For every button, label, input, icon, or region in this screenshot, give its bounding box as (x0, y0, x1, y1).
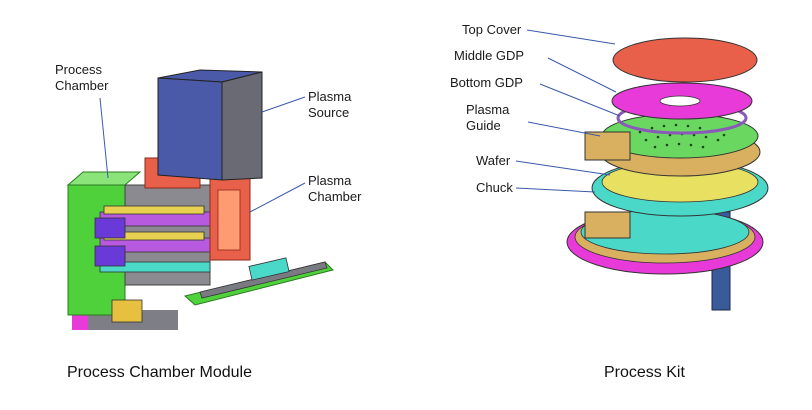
handle-lower (94, 245, 126, 267)
plasma-source-side (221, 71, 263, 181)
leader-plasma-chamber (249, 182, 306, 213)
perforation-dots (638, 123, 726, 149)
label-bottom-gdp: Bottom GDP (450, 75, 523, 90)
label-process-chamber: Process Chamber (55, 62, 109, 93)
label-middle-gdp: Middle GDP (454, 48, 525, 63)
leader-plasma-guide (527, 121, 601, 137)
shelf-lower (99, 261, 211, 273)
plasma-source-front (157, 77, 223, 181)
wafer-upper (103, 205, 205, 215)
chamber-top-panel (66, 171, 142, 186)
label-wafer: Wafer (476, 153, 511, 168)
caption-process-chamber-module: Process Chamber Module (67, 364, 252, 381)
handle-upper (94, 217, 126, 239)
top-cover-disc (612, 37, 758, 83)
label-plasma-source: Plasma Source (308, 89, 352, 120)
leader-top-cover (526, 29, 616, 45)
lower-guide-tab (584, 211, 631, 239)
leader-middle-gdp (547, 57, 617, 93)
drive-carriage (248, 257, 290, 281)
leader-wafer (515, 160, 611, 176)
leader-chuck (515, 187, 596, 193)
drive-motor (111, 299, 143, 323)
leader-bottom-gdp (539, 83, 621, 117)
label-top-cover: Top Cover (462, 22, 522, 37)
leader-process-chamber (99, 97, 109, 179)
label-plasma-chamber: Plasma Chamber (308, 173, 362, 204)
label-plasma-guide: Plasma Guide (466, 102, 510, 133)
leader-plasma-source (261, 96, 306, 113)
label-chuck: Chuck (476, 180, 513, 195)
caption-process-kit: Process Kit (604, 364, 685, 381)
plasma-chamber-inner (217, 189, 241, 251)
plasma-guide-tab (584, 131, 631, 161)
middle-gdp-hole (659, 95, 701, 107)
